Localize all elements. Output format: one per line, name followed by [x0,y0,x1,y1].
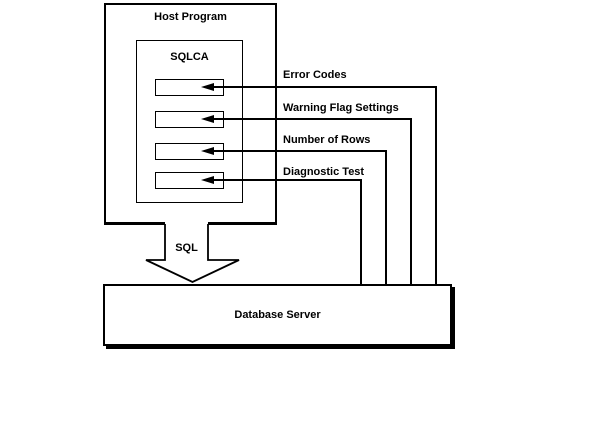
connector-vertical-line [410,118,412,286]
database-server-title: Database Server [234,309,321,321]
sql-flow-label: SQL [175,242,198,254]
connector-vertical-line [385,150,387,286]
connector-vertical-line [360,179,362,286]
host-program-bottom-edge-right [208,222,277,225]
arrowhead-left-icon [201,115,214,123]
sqlca-title: SQLCA [170,51,209,63]
field-label-number-of-rows: Number of Rows [283,134,371,146]
field-label-error-codes: Error Codes [283,69,347,81]
connector-horizontal-line [212,118,412,120]
host-program-box [104,3,277,224]
connector-horizontal-line [212,179,362,181]
host-program-bottom-edge-left [104,222,165,225]
connector-vertical-line [435,86,437,286]
database-server-box: Database Server [103,284,452,346]
arrowhead-left-icon [201,176,214,184]
host-program-title: Host Program [154,11,227,23]
arrowhead-left-icon [201,83,214,91]
arrowhead-left-icon [201,147,214,155]
sql-down-arrow-icon [145,224,240,283]
field-label-diagnostic-test: Diagnostic Test [283,166,365,178]
connector-horizontal-line [212,150,387,152]
connector-horizontal-line [212,86,437,88]
field-label-warning-flag-settings: Warning Flag Settings [283,102,399,114]
sqlca-box [136,40,243,203]
